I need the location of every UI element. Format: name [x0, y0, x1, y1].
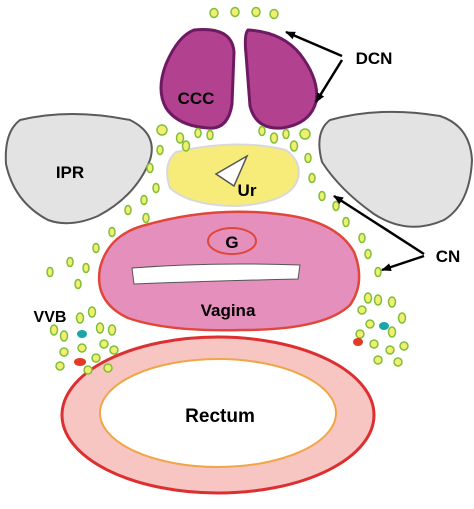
nerve-dot: [194, 127, 202, 139]
nerve-dot: [230, 6, 240, 18]
nerve-dot: [318, 190, 326, 202]
nerve-dot: [181, 140, 191, 152]
nerve-dot: [363, 292, 373, 304]
nerve-dot: [82, 262, 90, 274]
dcn-arrows: [285, 30, 344, 103]
corpora-cavernosa: CCC: [159, 27, 319, 130]
nerve-dot: [140, 194, 148, 206]
vagina: G Vagina: [97, 210, 361, 332]
dcn-label: DCN: [356, 49, 393, 68]
ipr-label: IPR: [56, 163, 84, 182]
nerve-dot: [374, 266, 382, 278]
nerve-dot: [332, 200, 340, 212]
vvb-vessels: [74, 322, 389, 366]
dcn-arrow-upper: [285, 30, 343, 58]
nerve-dot: [59, 330, 69, 342]
cn-arrow-lower: [381, 254, 425, 272]
nerve-dot: [108, 226, 116, 238]
nerve-dot: [397, 312, 407, 324]
nerve-dot: [75, 312, 85, 324]
nerve-dot: [269, 132, 279, 144]
nerve-dot: [142, 212, 150, 224]
ccc-left-lobe: [159, 27, 236, 130]
ur-label: Ur: [238, 181, 257, 200]
nerve-dot: [156, 144, 164, 156]
nerve-dot: [152, 182, 160, 194]
nerve-dot: [107, 324, 117, 336]
nerve-dot: [373, 355, 383, 365]
nerve-dot: [364, 248, 372, 260]
nerve-dot: [269, 8, 279, 20]
nerve-dot: [77, 343, 87, 353]
nerve-dot: [387, 326, 397, 338]
vvb-teal-dot: [77, 330, 87, 338]
nerve-dot: [308, 172, 316, 184]
ccc-label: CCC: [178, 89, 215, 108]
vvb-red-dot: [353, 338, 363, 346]
rectum-label: Rectum: [185, 406, 255, 427]
nerve-dot: [175, 132, 185, 144]
nerve-dot: [55, 361, 65, 371]
nerve-dot: [46, 266, 54, 278]
vvb-label: VVB: [34, 309, 67, 326]
ipr-left-shape: [4, 113, 153, 225]
cn-arrows: [333, 194, 425, 272]
nerve-dot: [124, 204, 132, 216]
nerve-dot: [92, 242, 100, 254]
nerve-dot: [83, 365, 93, 375]
g-label: G: [225, 233, 238, 252]
nerve-dot: [385, 345, 395, 355]
nerve-dot: [95, 322, 105, 334]
g-region: [207, 227, 257, 255]
urethral-lumen: [214, 154, 249, 188]
nerve-dot: [387, 296, 397, 308]
nerve-dot: [103, 363, 113, 373]
nerve-dot: [251, 6, 261, 18]
nerve-dot: [49, 324, 59, 336]
nerve-dot: [365, 319, 375, 329]
nerve-dot: [109, 345, 119, 355]
nerve-dot: [258, 125, 266, 137]
vagina-label: Vagina: [201, 301, 256, 320]
nerve-fibers: [46, 6, 409, 375]
nerve-dot: [209, 7, 219, 19]
rectum-lumen: [99, 358, 337, 468]
nerve-dot: [206, 129, 214, 141]
nerve-dot: [146, 162, 154, 174]
ipr-right-shape: [318, 110, 474, 228]
nerve-dot: [355, 329, 365, 339]
nerve-dot: [87, 306, 97, 318]
nerve-dot: [358, 232, 366, 244]
nerve-dot: [91, 353, 101, 363]
rectum: Rectum: [60, 335, 376, 495]
nerve-dot: [357, 305, 367, 315]
nerve-dot: [304, 152, 312, 164]
nerve-dot: [369, 339, 379, 349]
nerve-dot: [299, 128, 311, 140]
cn-label: CN: [436, 247, 461, 266]
vvb-teal-dot: [379, 322, 389, 330]
dcn-arrow-lower: [314, 59, 344, 103]
cn-arrow-upper: [333, 194, 425, 256]
nerve-dot: [66, 256, 74, 268]
vvb-red-dot: [74, 358, 86, 366]
nerve-dot: [399, 341, 409, 351]
nerve-dot: [373, 294, 383, 306]
nerve-dot: [393, 357, 403, 367]
nerve-dot: [74, 278, 82, 290]
nerve-dot: [289, 140, 299, 152]
ipr-left: IPR: [4, 113, 153, 225]
nerve-dot: [99, 339, 109, 349]
ccc-right-lobe: [243, 28, 319, 130]
vaginal-lumen: [131, 263, 301, 285]
nerve-dot: [342, 216, 350, 228]
nerve-dot: [59, 347, 69, 357]
nerve-dot: [156, 124, 168, 136]
urethra: Ur: [166, 143, 300, 208]
nerve-dot: [282, 128, 290, 140]
